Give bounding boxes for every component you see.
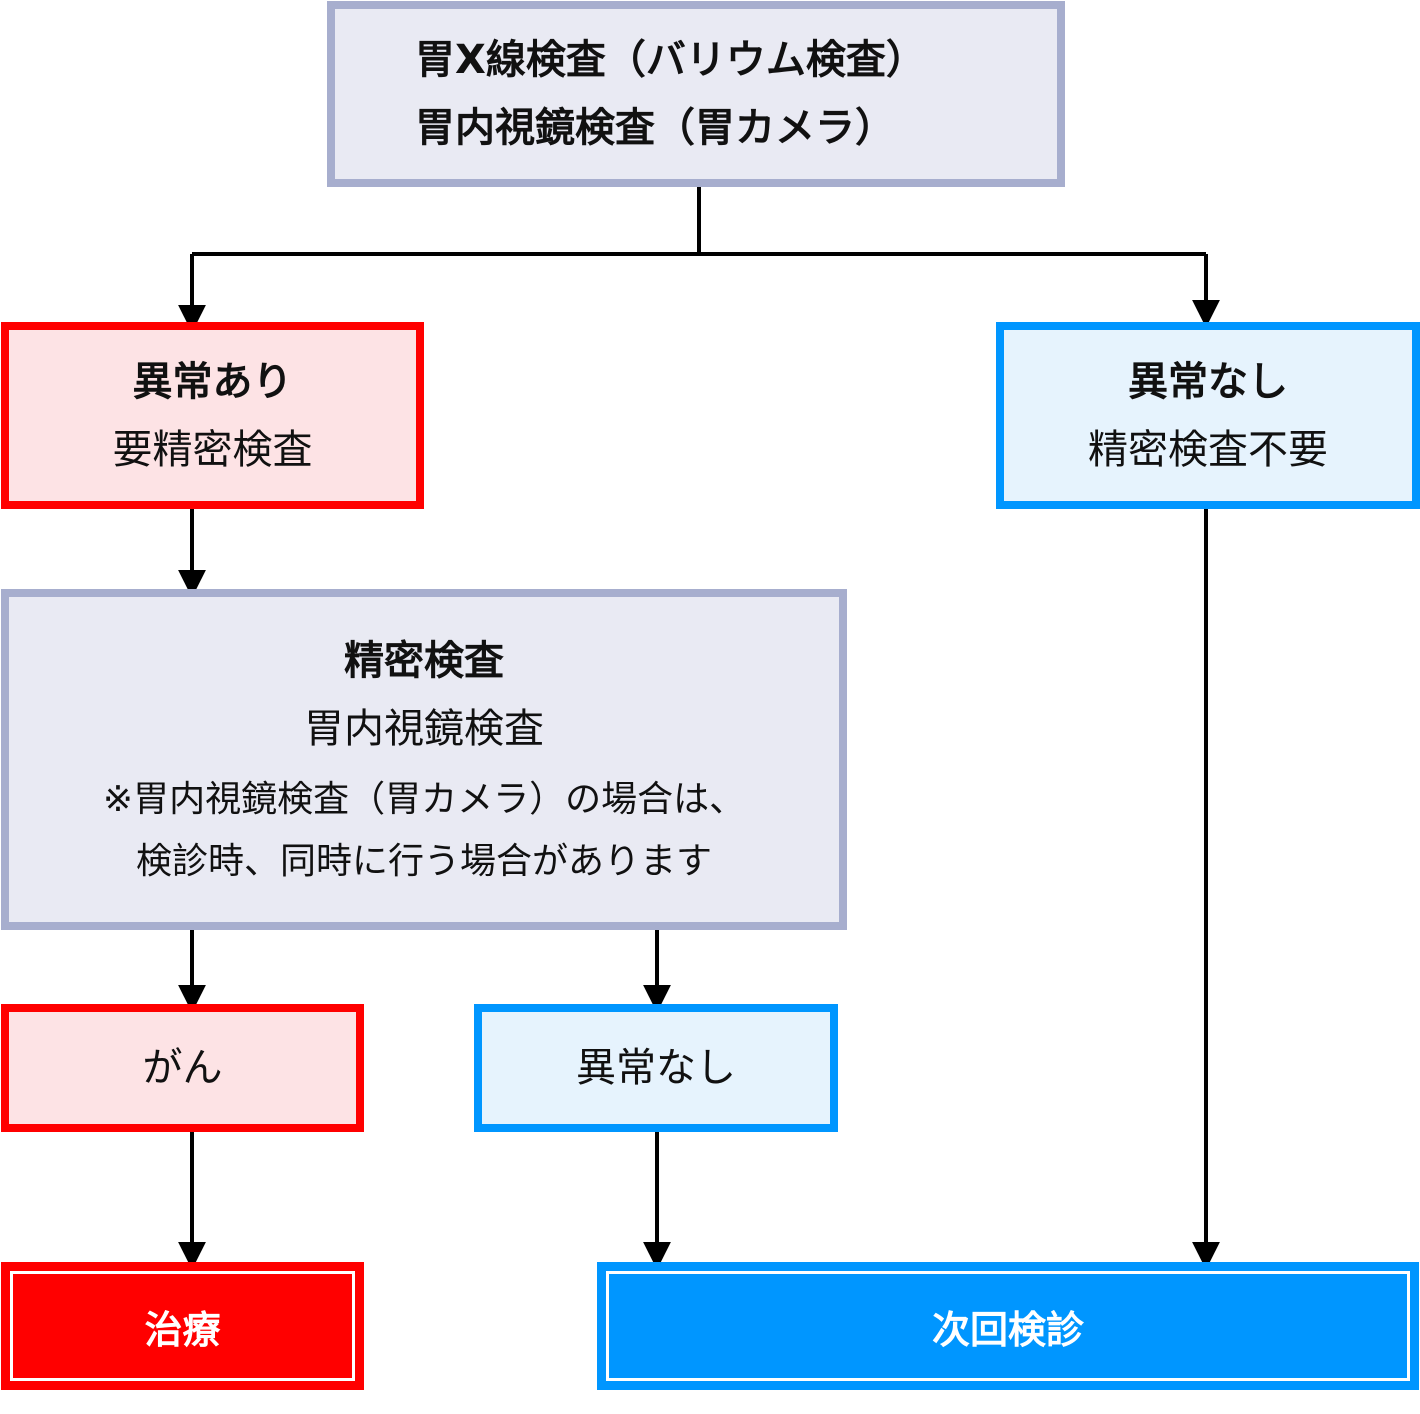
no-abnormal-box: 異常なし	[474, 1004, 838, 1132]
next-checkup-inner-border	[606, 1271, 1410, 1381]
abnormal-title: 異常あり	[132, 358, 293, 405]
initial-exam-box: 胃X線検査（バリウム検査） 胃内視鏡検査（胃カメラ）	[327, 1, 1065, 187]
no-abnormal-label: 異常なし	[576, 1045, 736, 1091]
treatment-box: 治療	[1, 1262, 364, 1390]
detailed-exam-title: 精密検査	[344, 637, 504, 684]
next-checkup-box: 次回検診	[597, 1262, 1419, 1390]
cancer-label: がん	[142, 1045, 223, 1091]
abnormal-subtitle: 要精密検査	[112, 426, 313, 473]
detailed-exam-box: 精密検査 胃内視鏡検査 ※胃内視鏡検査（胃カメラ）の場合は、 検診時、同時に行う…	[1, 589, 847, 930]
normal-subtitle: 精密検査不要	[1088, 426, 1328, 473]
detailed-exam-note-line1: ※胃内視鏡検査（胃カメラ）の場合は、	[102, 778, 746, 820]
normal-title: 異常なし	[1128, 358, 1288, 405]
detailed-exam-note-line2: 検診時、同時に行う場合があります	[135, 840, 712, 882]
detailed-exam-subtitle: 胃内視鏡検査	[304, 705, 544, 752]
abnormal-box: 異常あり 要精密検査	[1, 322, 424, 509]
treatment-label: 治療	[144, 1307, 221, 1352]
normal-box: 異常なし 精密検査不要	[996, 322, 1420, 509]
treatment-inner-border	[10, 1271, 355, 1381]
next-checkup-label: 次回検診	[931, 1307, 1084, 1352]
initial-exam-line1: 胃X線検査（バリウム検査）	[415, 37, 926, 83]
initial-exam-line2: 胃内視鏡検査（胃カメラ）	[415, 105, 895, 151]
cancer-box: がん	[1, 1004, 364, 1132]
